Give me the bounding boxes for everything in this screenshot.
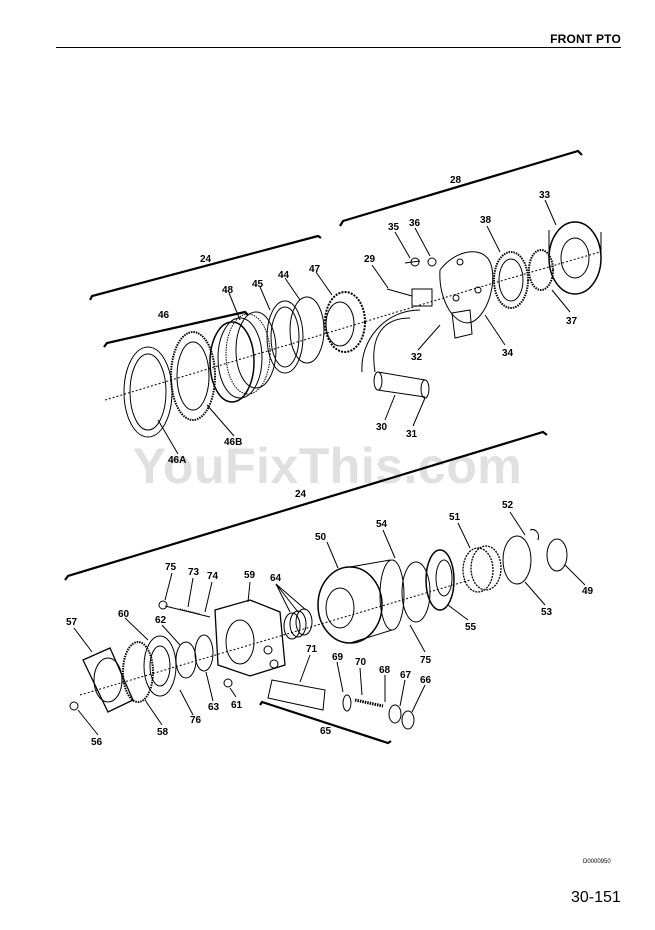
callout-59: 59 — [244, 570, 256, 581]
callout-44: 44 — [278, 270, 290, 281]
callout-33: 33 — [539, 190, 551, 201]
callout-53: 53 — [541, 607, 553, 618]
callout-46: 46 — [158, 310, 170, 321]
callout-28: 28 — [450, 175, 462, 186]
callout-51: 51 — [449, 512, 461, 523]
callout-29: 29 — [364, 254, 376, 265]
callout-48: 48 — [222, 285, 234, 296]
callout-37: 37 — [566, 316, 578, 327]
callout-30: 30 — [376, 422, 388, 433]
callout-62: 62 — [155, 615, 167, 626]
callout-70: 70 — [355, 657, 367, 668]
callout-69: 69 — [332, 652, 344, 663]
callout-38: 38 — [480, 215, 492, 226]
callout-46a: 46A — [168, 455, 186, 466]
header-rule — [56, 47, 621, 48]
callout-57: 57 — [66, 617, 78, 628]
drawing-number: D0000950 — [583, 859, 611, 865]
callout-35: 35 — [388, 222, 400, 233]
callout-49: 49 — [582, 586, 594, 597]
callout-75-lower: 75 — [420, 655, 432, 666]
callout-24-lower: 24 — [295, 489, 307, 500]
callout-55: 55 — [465, 622, 477, 633]
callout-71: 71 — [306, 644, 318, 655]
callout-32: 32 — [411, 352, 423, 363]
callout-47: 47 — [309, 264, 321, 275]
callout-76: 76 — [190, 715, 202, 726]
callout-45: 45 — [252, 279, 264, 290]
callout-75: 75 — [165, 562, 177, 573]
callout-63: 63 — [208, 702, 220, 713]
callout-54: 54 — [376, 519, 388, 530]
callout-66: 66 — [420, 675, 432, 686]
callout-74: 74 — [207, 571, 219, 582]
callout-31: 31 — [406, 429, 418, 440]
callout-46b: 46B — [224, 437, 242, 448]
callout-61: 61 — [231, 700, 243, 711]
callout-52: 52 — [502, 500, 514, 511]
callout-65: 65 — [320, 726, 332, 737]
callout-58: 58 — [157, 727, 169, 738]
page-number: 30-151 — [571, 889, 621, 906]
callout-64: 64 — [270, 573, 282, 584]
callout-50: 50 — [315, 532, 327, 543]
callout-34: 34 — [502, 348, 514, 359]
callout-68: 68 — [379, 665, 391, 676]
callout-67: 67 — [400, 670, 412, 681]
callout-73: 73 — [188, 567, 200, 578]
page-header-title: FRONT PTO — [550, 32, 621, 46]
callout-24: 24 — [200, 254, 212, 265]
watermark: YouFixThis.com — [132, 438, 523, 494]
callout-60: 60 — [118, 609, 130, 620]
callout-56: 56 — [91, 737, 103, 748]
callout-36: 36 — [409, 218, 421, 229]
